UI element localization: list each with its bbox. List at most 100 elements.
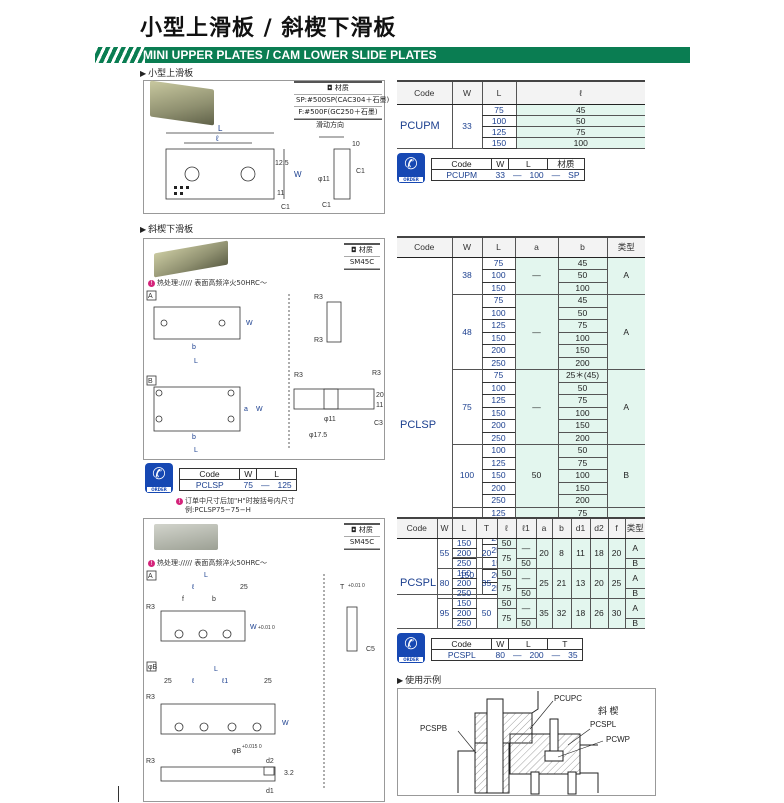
b-value: 100 [557,407,607,420]
b-value: 75 [557,507,607,520]
column-header: Code [397,81,452,105]
l1-value: — [515,538,536,559]
a-value: 50 [514,444,558,508]
dim-W-b: W [256,406,263,413]
length-value: 200 [481,482,515,495]
order-value: 125 [277,480,292,490]
d2-value: 26 [589,598,608,629]
dim-c5: C5 [366,646,375,653]
column-header: L [481,81,516,105]
f-value: 20 [607,538,625,569]
dim-d17-5: φ17.5 [309,432,327,439]
b-value: 21 [551,568,571,599]
material-value: SM45C [344,257,380,269]
dim-25: 25 [240,584,248,591]
length-value: 150 [481,407,515,420]
column-header: Code [397,237,452,258]
dim-l: ℓ [215,134,219,143]
pcspl-drawing: A φB L ℓ 25 f b R3 W +0.01 0 L 25 25 ℓ ℓ… [146,570,375,795]
length-value: 100 [481,307,515,320]
type-value: B [606,444,645,508]
order-header: Code [431,638,492,650]
page-title: 小型上滑板 / 斜楔下滑板 [140,16,397,41]
order-value: 33 [495,170,505,180]
dim-b: b [212,596,216,603]
a-value: — [514,294,558,370]
product-code: PCUPM [397,104,452,149]
dim-l-b: ℓ [191,678,195,685]
order-header: Code [179,468,240,480]
view-a-label: A [148,573,153,580]
column-header: ℓ1 [515,518,536,539]
separator: — [260,480,270,490]
f-value: 30 [607,598,625,629]
label-cam: 斜 楔 [598,705,619,716]
length-value: 150 [451,538,476,549]
dim-r3c: R3 [146,758,155,765]
order-value: PCSPL [447,650,476,660]
l-value: 50 [496,538,516,549]
dim-r3a: R3 [146,604,155,611]
d1-value: 13 [570,568,590,599]
order-header: W [490,638,509,650]
material-table: ◘ 材质 SM45C [344,243,380,270]
warning-icon: ! [148,280,155,287]
b-value: 25＊(45) [557,369,607,383]
dim-c3: C3 [374,420,383,427]
width-value: 48 [451,294,482,370]
length-value: 100 [481,444,515,458]
material-title: ◘ 材质 [344,245,380,257]
order-header: L [508,158,548,170]
column-header: L [481,237,515,258]
type-value: A [624,598,645,619]
type-value: B [624,558,645,569]
dim-L: L [194,358,198,365]
dim-25-b: 25 [164,678,172,685]
b-value: 8 [551,538,571,569]
order-value: 100 [529,170,544,180]
order-phone-icon: ✆ORDER [145,463,173,493]
usage-example-box: PCUPC 斜 楔 PCSPL PCSPB PCWP [397,688,656,796]
b-value: 45 [557,257,607,270]
column-header: Code [397,518,437,539]
b-value: 50 [557,382,607,395]
pitch-value: 50 [515,115,645,127]
dim-f: f [182,596,184,603]
dim-W: W [246,320,253,327]
order-value: 35 [568,650,578,660]
usage-diagram: PCUPC 斜 楔 PCSPL PCSPB PCWP [420,691,630,795]
separator: — [512,650,522,660]
section-banner: MINI UPPER PLATES / CAM LOWER SLIDE PLAT… [95,47,690,63]
l1-value: 50 [515,588,536,599]
column-header: W [436,518,452,539]
order-note: !订单中尺寸后加"H"时按括号内尺寸 例:PCLSP75−75−H [176,497,295,515]
thickness-value: 35 [475,568,497,599]
length-value: 150 [481,282,515,295]
width-value: 33 [451,104,482,149]
length-value: 150 [481,137,516,149]
separator: — [551,170,561,180]
dim-c1c: C1 [322,202,331,209]
type-value: A [606,294,645,370]
warning-icon: ! [176,498,183,505]
l1-value: 50 [515,618,536,629]
dim-W: W [250,624,257,631]
heat-treatment-note: !热处理:///// 表面高频淬火50HRC～ [148,559,267,568]
